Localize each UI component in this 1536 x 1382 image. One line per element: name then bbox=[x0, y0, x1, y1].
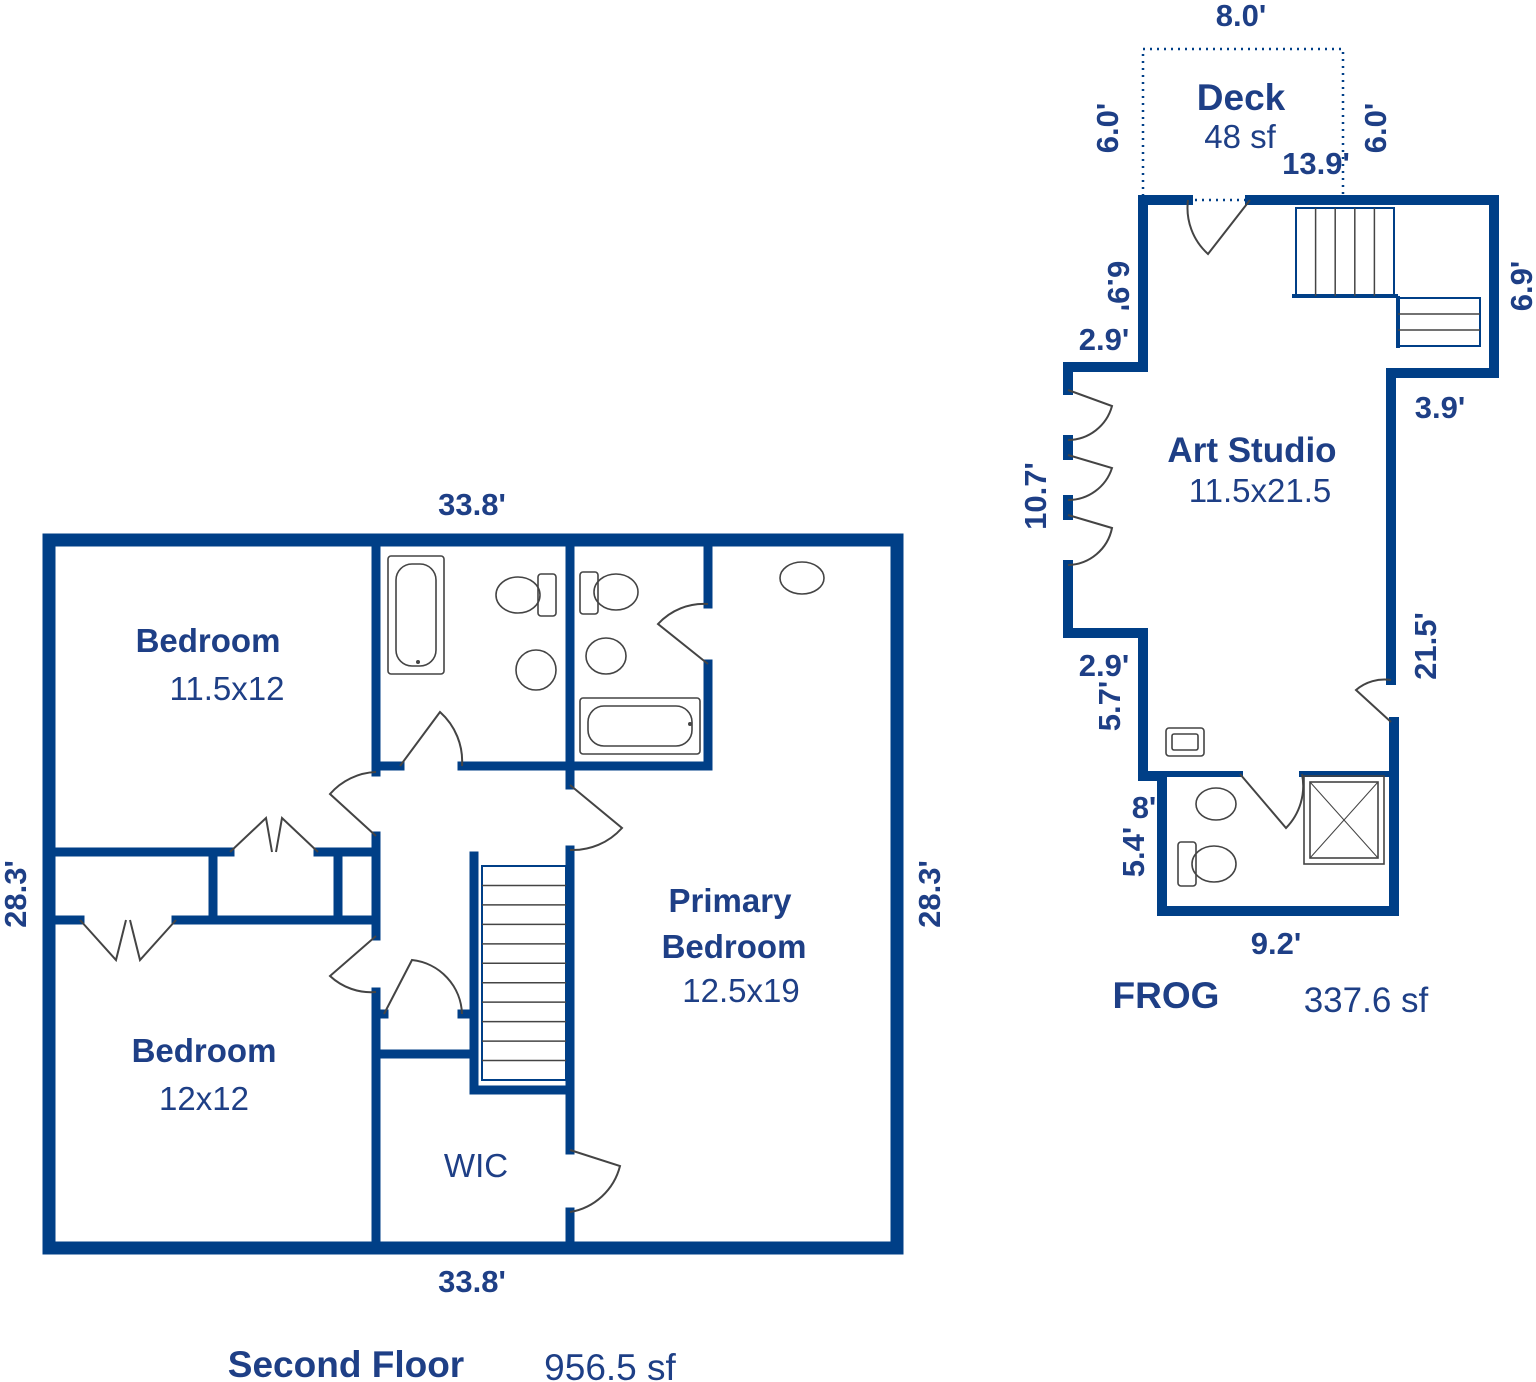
dim-frog-step-right: 3.9' bbox=[1415, 390, 1465, 425]
deck-outline bbox=[1141, 47, 1345, 196]
dim-deck-left: 6.0' bbox=[1090, 103, 1125, 153]
floor-title-frog: FROG bbox=[1113, 975, 1220, 1016]
sink-icon bbox=[585, 637, 627, 675]
floor-area-frog: 337.6 sf bbox=[1304, 981, 1429, 1020]
toilet-icon bbox=[495, 576, 541, 614]
frog-doors bbox=[1067, 199, 1392, 830]
floor-area-second-floor: 956.5 sf bbox=[544, 1347, 676, 1382]
dim-right: 28.3' bbox=[912, 860, 947, 928]
floor-title-second-floor: Second Floor bbox=[228, 1344, 464, 1382]
dim-frog-right: 21.5' bbox=[1408, 612, 1443, 680]
sink-icon bbox=[1165, 727, 1205, 757]
frog-plan: 8.0' 6.0' 6.0' Deck 48 sf 13.9' 6.9' 6.9… bbox=[1018, 0, 1536, 1020]
second-floor-labels: 33.8' 33.8' 28.3' 28.3' Bedroom 11.5x12 … bbox=[0, 487, 947, 1382]
sink-icon bbox=[1195, 787, 1237, 821]
room-name-primary-line2: Bedroom bbox=[662, 928, 807, 965]
toilet-tank-icon bbox=[579, 571, 599, 615]
dim-frog-right-upper: 6.9' bbox=[1504, 261, 1536, 311]
shower-icon bbox=[1303, 775, 1385, 865]
deck-name: Deck bbox=[1197, 77, 1286, 118]
second-floor-plan: 33.8' 33.8' 28.3' 28.3' Bedroom 11.5x12 … bbox=[0, 487, 947, 1382]
toilet-icon bbox=[593, 573, 639, 611]
second-floor-interior-walls bbox=[44, 535, 713, 1253]
dim-frog-notch-bottom: 2.9' bbox=[1079, 648, 1129, 683]
room-size-bedroom-2: 12x12 bbox=[159, 1080, 249, 1117]
room-name-bedroom-2: Bedroom bbox=[132, 1032, 277, 1069]
sink-icon bbox=[515, 649, 557, 691]
drain-icon bbox=[416, 660, 420, 664]
stairs bbox=[481, 865, 567, 1081]
dim-top: 33.8' bbox=[438, 487, 506, 522]
dim-bottom: 33.8' bbox=[438, 1264, 506, 1299]
sink-icon bbox=[779, 561, 825, 595]
dim-frog-lower-left: 5.7' bbox=[1092, 681, 1127, 731]
dim-deck-top: 8.0' bbox=[1216, 0, 1266, 33]
bathtub-icon bbox=[579, 697, 701, 755]
dim-left: 28.3' bbox=[0, 860, 33, 928]
toilet-tank-icon bbox=[1177, 841, 1197, 887]
frog-labels: 8.0' 6.0' 6.0' Deck 48 sf 13.9' 6.9' 6.9… bbox=[1018, 0, 1536, 1020]
room-size-bedroom-1: 11.5x12 bbox=[170, 670, 285, 707]
frog-exterior-walls bbox=[1063, 195, 1499, 916]
frog-stairs bbox=[1292, 207, 1481, 348]
room-name-art-studio: Art Studio bbox=[1167, 431, 1336, 470]
dim-frog-top: 13.9' bbox=[1282, 146, 1350, 181]
second-floor-doors bbox=[79, 602, 709, 1213]
dim-deck-right: 6.0' bbox=[1358, 103, 1393, 153]
dim-frog-bottom: 9.2' bbox=[1251, 926, 1301, 961]
dim-frog-bath-left: 5.4' bbox=[1116, 827, 1151, 877]
bathtub-icon bbox=[387, 555, 445, 675]
room-name-primary-line1: Primary bbox=[669, 882, 793, 919]
second-floor-exterior-wall bbox=[42, 533, 904, 1255]
frog-fixtures bbox=[1165, 727, 1385, 887]
second-floor-fixtures bbox=[387, 555, 825, 755]
toilet-icon bbox=[1191, 845, 1237, 883]
toilet-tank-icon bbox=[537, 573, 557, 617]
room-size-primary: 12.5x19 bbox=[682, 972, 799, 1009]
drain-icon bbox=[688, 722, 692, 726]
deck-area: 48 sf bbox=[1204, 118, 1276, 155]
room-name-wic: WIC bbox=[444, 1147, 508, 1184]
room-size-art-studio: 11.5x21.5 bbox=[1189, 472, 1332, 509]
dim-frog-notch-side: 10.7' bbox=[1018, 462, 1053, 530]
dim-frog-upper-left: 6.9' bbox=[1101, 261, 1136, 311]
dim-frog-notch-top: 2.9' bbox=[1079, 322, 1129, 357]
dim-frog-bath-left-top: 8' bbox=[1132, 790, 1157, 825]
room-name-bedroom-1: Bedroom bbox=[136, 622, 281, 659]
